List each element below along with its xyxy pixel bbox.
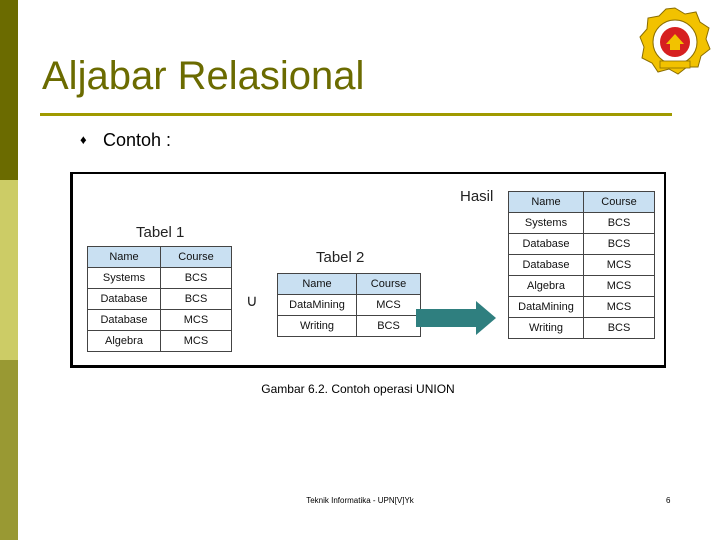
cell: DataMining — [508, 296, 584, 318]
cell: MCS — [583, 275, 655, 297]
cell: BCS — [356, 315, 421, 337]
tabel2-label: Tabel 2 — [316, 249, 365, 266]
cell: MCS — [160, 309, 232, 331]
title-underline — [40, 113, 672, 116]
sidebar-stripe-top — [0, 0, 18, 180]
cell: MCS — [583, 254, 655, 276]
sidebar-stripe-middle — [0, 180, 18, 360]
tabel1-label: Tabel 1 — [136, 224, 185, 241]
diamond-bullet-icon: ♦ — [80, 132, 87, 147]
caption-text: Gambar 6.2. Contoh operasi UNION — [261, 382, 455, 396]
hasil-label: Hasil — [460, 188, 494, 205]
cell: Systems — [87, 267, 161, 289]
cell: DataMining — [277, 294, 357, 316]
cell: BCS — [583, 317, 655, 339]
tabel2-header-course: Course — [356, 273, 421, 295]
bullet-text: Contoh : — [103, 130, 172, 150]
university-logo — [639, 7, 711, 75]
tabel1-header-course: Course — [160, 246, 232, 268]
cell: Database — [87, 288, 161, 310]
union-symbol: ∪ — [246, 293, 258, 310]
bullet-item: ♦ Contoh : — [80, 130, 171, 151]
cell: BCS — [583, 233, 655, 255]
tabel1-header-name: Name — [87, 246, 161, 268]
slide-title: Aljabar Relasional — [42, 54, 365, 98]
footer-text: Teknik Informatika - UPN[V]Yk — [306, 496, 414, 505]
cell: Database — [87, 309, 161, 331]
sidebar-stripe-bottom — [0, 360, 18, 540]
page-number: 6 — [666, 496, 671, 505]
cell: MCS — [160, 330, 232, 352]
tabel2-header-name: Name — [277, 273, 357, 295]
figure-caption: Gambar 6.2. Contoh operasi UNION — [0, 382, 720, 396]
cell: MCS — [583, 296, 655, 318]
hasil-header-name: Name — [508, 191, 584, 213]
cell: Systems — [508, 212, 584, 234]
hasil-header-course: Course — [583, 191, 655, 213]
cell: Database — [508, 254, 584, 276]
cell: Writing — [508, 317, 584, 339]
cell: Algebra — [508, 275, 584, 297]
cell: MCS — [356, 294, 421, 316]
cell: BCS — [160, 288, 232, 310]
cell: BCS — [583, 212, 655, 234]
cell: Database — [508, 233, 584, 255]
cell: BCS — [160, 267, 232, 289]
result-arrow-icon — [416, 301, 496, 335]
cell: Writing — [277, 315, 357, 337]
cell: Algebra — [87, 330, 161, 352]
